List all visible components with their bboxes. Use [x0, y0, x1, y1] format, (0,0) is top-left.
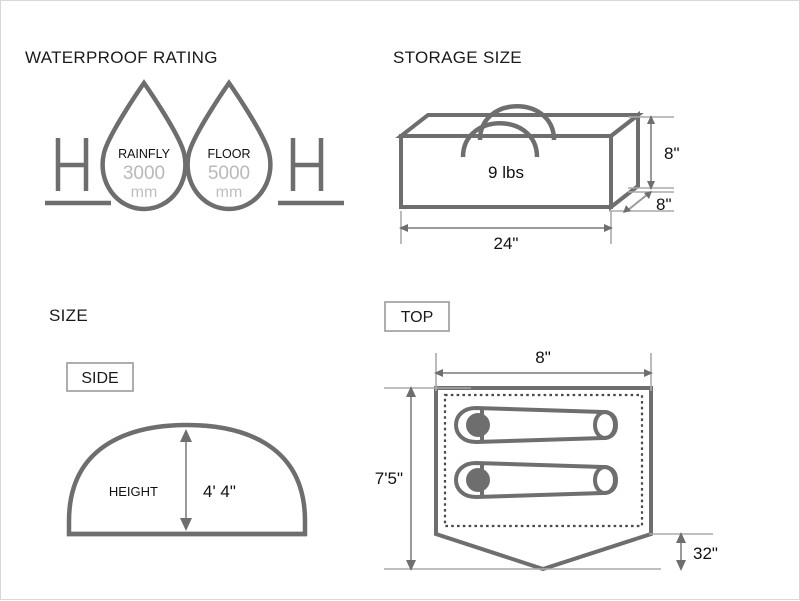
storage-handle-front — [460, 121, 540, 158]
droplet-floor-value: 5000 — [208, 163, 250, 184]
storage-depth-value: 8" — [656, 195, 672, 214]
top-badge: TOP — [384, 301, 450, 332]
side-height-value: 4' 4" — [203, 482, 236, 501]
tent-footprint-outline — [434, 386, 653, 572]
storage-heading: STORAGE SIZE — [393, 48, 522, 67]
storage-height-dimension: 8" — [628, 115, 680, 190]
droplet-rainfly-label: RAINFLY — [118, 147, 171, 161]
droplet-floor: FLOOR 5000 mm — [185, 79, 273, 212]
droplet-rainfly-value: 3000 — [123, 163, 165, 184]
size-heading: SIZE — [49, 306, 88, 325]
droplet-floor-unit: mm — [216, 184, 243, 201]
droplet-rainfly: RAINFLY 3000 mm — [100, 79, 188, 212]
storage-width-value: 24" — [494, 234, 519, 253]
storage-height-value: 8" — [664, 144, 680, 163]
tent-side-profile — [66, 422, 308, 537]
size-section: SIZE SIDE HEIGHT 4' 4" — [49, 306, 308, 537]
top-vestibule-value: 32" — [693, 544, 718, 563]
tent-inner-floor-boundary — [443, 393, 644, 528]
side-height-dimension: HEIGHT 4' 4" — [109, 429, 236, 531]
storage-weight-label: 9 lbs — [488, 163, 524, 182]
droplet-floor-label: FLOOR — [207, 147, 250, 161]
storage-box-side-face — [609, 110, 640, 212]
storage-depth-dimension: 8" — [609, 191, 674, 214]
top-vestibule-dimension: 32" — [649, 532, 718, 571]
top-length-value: 7'5" — [375, 469, 403, 488]
storage-box-front-face — [399, 134, 613, 209]
droplet-rainfly-unit: mm — [131, 184, 158, 201]
waterproof-rating-section: WATERPROOF RATING RAINFLY 3000 mm — [25, 48, 344, 212]
top-badge-label: TOP — [401, 309, 434, 326]
top-width-dimension: 8" — [434, 348, 653, 391]
h2o-right-symbol — [278, 138, 344, 206]
top-width-value: 8" — [535, 348, 551, 367]
top-view-section: TOP — [375, 301, 718, 572]
storage-width-dimension: 24" — [399, 211, 613, 253]
storage-size-section: STORAGE SIZE 9 lbs 8" — [393, 48, 680, 253]
side-badge: SIDE — [66, 362, 134, 392]
sleeping-bag-1 — [453, 405, 619, 445]
side-badge-label: SIDE — [81, 370, 118, 387]
h2o-left-symbol — [45, 138, 111, 206]
sleeping-bag-2 — [453, 460, 619, 500]
side-height-label: HEIGHT — [109, 484, 158, 499]
waterproof-heading: WATERPROOF RATING — [25, 48, 218, 67]
top-length-dimension: 7'5" — [375, 386, 661, 571]
